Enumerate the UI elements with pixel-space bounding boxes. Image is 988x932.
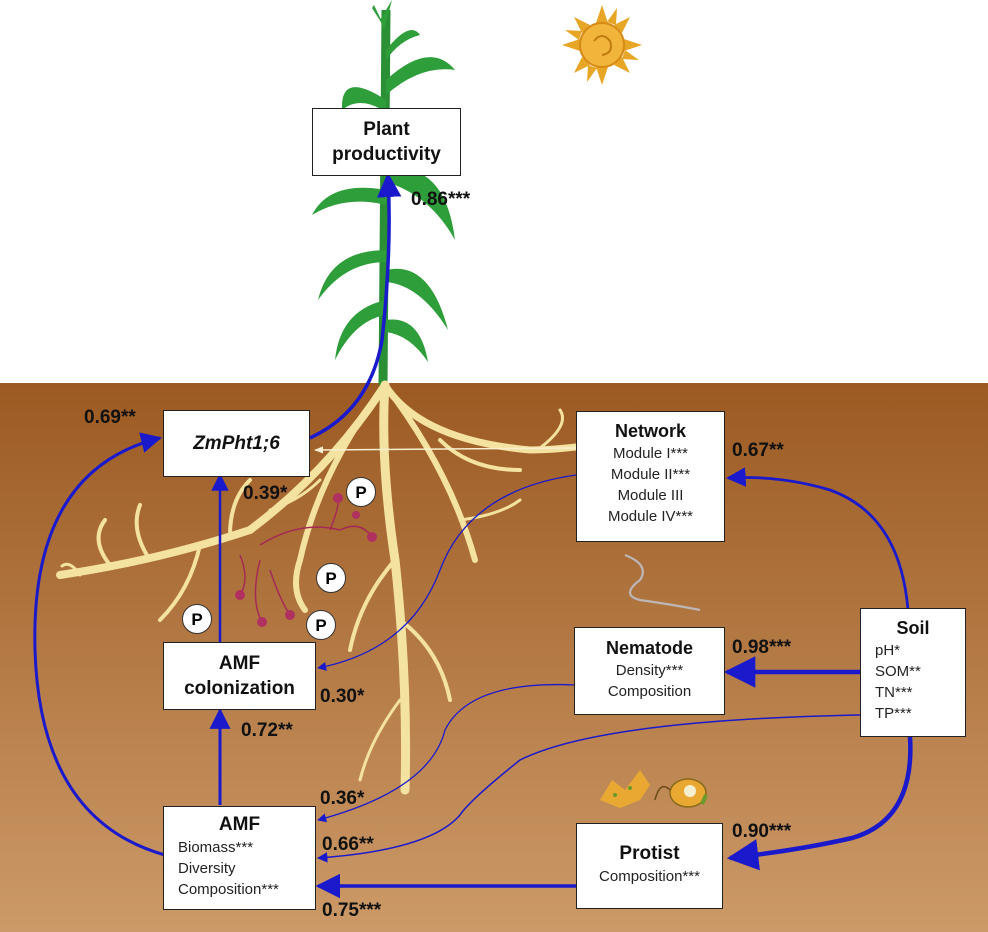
protist-icon (600, 770, 708, 808)
soil-tn: TN*** (875, 684, 913, 701)
nematode-title: Nematode (605, 638, 694, 658)
coef-soil-to-amf: 0.66** (322, 834, 374, 855)
coef-col-to-zmpht: 0.39* (243, 483, 288, 504)
amf-col-title-line1: AMF (218, 653, 261, 674)
phosphate-marker: P (182, 604, 212, 634)
nematode-composition: Composition (607, 683, 692, 700)
coef-nematode-to-amf: 0.36* (320, 788, 365, 809)
network-box: Network Module I*** Module II*** Module … (576, 411, 725, 542)
path-arrows (33, 172, 913, 899)
arrow-network-to-col (317, 474, 577, 671)
arrow-zmpht-to-plant (309, 172, 402, 440)
network-title: Network (614, 421, 686, 441)
plant-title-line1: Plant (363, 119, 410, 140)
amf-box: AMF Biomass*** Diversity Composition*** (163, 806, 316, 910)
amf-colonization-box: AMF colonization (163, 642, 316, 710)
coef-network-to-col: 0.30* (320, 686, 365, 707)
arrow-soil-to-network (726, 467, 910, 611)
sun-icon (562, 5, 642, 85)
network-module-1: Module I*** (612, 445, 689, 462)
coef-zmpht-to-plant: 0.86*** (411, 189, 471, 210)
coef-protist-to-amf: 0.75*** (322, 900, 382, 921)
hyphae-nodes (235, 493, 377, 627)
nematode-density: Density*** (615, 662, 684, 679)
protist-box: Protist Composition*** (576, 823, 723, 909)
phosphate-marker: P (306, 610, 336, 640)
soil-box: Soil pH* SOM** TN*** TP*** (860, 608, 966, 737)
coef-soil-to-network: 0.67** (732, 440, 784, 461)
plant-title-line2: productivity (332, 144, 441, 165)
arrow-soil-to-amf (316, 714, 861, 863)
network-module-2: Module II*** (610, 466, 691, 483)
arrow-network-to-zmpht (314, 446, 577, 454)
amf-composition: Composition*** (178, 881, 279, 898)
soil-tp: TP*** (875, 705, 912, 722)
soil-ph: pH* (875, 642, 901, 659)
zmpht-title: ZmPht1;6 (193, 433, 280, 454)
arrow-amf-to-zmpht (33, 432, 166, 857)
protist-composition: Composition*** (599, 868, 700, 885)
sky-background (0, 0, 988, 383)
protist-title: Protist (619, 843, 680, 864)
nematode-box: Nematode Density*** Composition (574, 627, 725, 715)
amf-title: AMF (218, 814, 261, 835)
amf-diversity: Diversity (178, 860, 236, 877)
phosphate-marker: P (316, 563, 346, 593)
amf-col-title-line2: colonization (184, 678, 295, 699)
phosphate-marker: P (346, 477, 376, 507)
plant-productivity-box: Plant productivity (312, 108, 461, 176)
network-module-4: Module IV*** (607, 508, 694, 525)
zmpht-box: ZmPht1;6 (163, 410, 310, 477)
arrow-soil-to-protist (726, 736, 913, 871)
soil-title: Soil (896, 618, 930, 638)
coef-soil-to-protist: 0.90*** (732, 821, 792, 842)
coef-amf-to-col: 0.72** (241, 720, 293, 741)
network-module-3: Module III (617, 487, 684, 504)
coef-amf-to-zmpht: 0.69** (84, 407, 136, 428)
amf-biomass: Biomass*** (178, 839, 254, 856)
nematode-icon (624, 553, 701, 612)
coef-soil-to-nematode: 0.98*** (732, 637, 792, 658)
arrow-nematode-to-amf (317, 683, 577, 823)
soil-som: SOM** (875, 663, 921, 680)
